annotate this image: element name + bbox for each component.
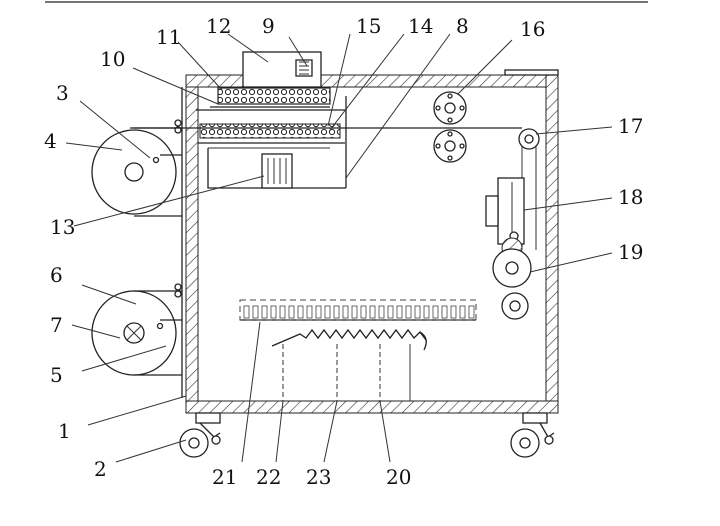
label-15: 15	[356, 14, 381, 38]
cutter-tooth	[396, 305, 403, 319]
hopper	[210, 51, 331, 108]
cutter-tooth	[468, 305, 475, 319]
press-rollers	[433, 91, 467, 163]
label-11: 11	[156, 25, 181, 49]
cutter-assembly	[239, 299, 477, 401]
press-chamber	[196, 96, 347, 189]
label-18: 18	[618, 185, 643, 209]
label-2: 2	[94, 457, 107, 481]
cutter-tooth	[351, 305, 358, 319]
label-4: 4	[44, 129, 57, 153]
cutter-tooth	[360, 305, 367, 319]
cutter-tooth	[405, 305, 412, 319]
cutter-tooth	[279, 305, 286, 319]
label-23: 23	[306, 465, 331, 489]
cutter-tooth	[369, 305, 376, 319]
label-10: 10	[100, 47, 125, 71]
cutter-tooth	[333, 305, 340, 319]
cutter-tooth	[378, 305, 385, 319]
cutter-tooth	[441, 305, 448, 319]
guide-roller	[518, 128, 540, 150]
cutter-tooth	[306, 305, 313, 319]
label-3: 3	[56, 81, 69, 105]
cutter-tooth	[261, 305, 268, 319]
label-19: 19	[618, 240, 643, 264]
cutter-tooth	[432, 305, 439, 319]
cutter-tooth	[342, 305, 349, 319]
label-14: 14	[408, 14, 433, 38]
label-20: 20	[386, 465, 411, 489]
label-12: 12	[206, 14, 231, 38]
cutter-tooth	[315, 305, 322, 319]
label-13: 13	[50, 215, 75, 239]
label-8: 8	[456, 14, 469, 38]
cutter-tooth	[450, 305, 457, 319]
casters	[179, 412, 555, 458]
label-5: 5	[50, 363, 63, 387]
cutter-tooth	[423, 305, 430, 319]
cutter-tooth	[414, 305, 421, 319]
label-22: 22	[256, 465, 281, 489]
cutter-tooth	[270, 305, 277, 319]
label-7: 7	[50, 313, 63, 337]
label-17: 17	[618, 114, 643, 138]
cutter-tooth	[324, 305, 331, 319]
drive-rollers	[492, 248, 532, 320]
label-9: 9	[262, 14, 275, 38]
rewind-roll	[91, 290, 182, 376]
label-6: 6	[50, 263, 63, 287]
cutter-tooth	[297, 305, 304, 319]
leader-lines	[65, 33, 613, 463]
tension-unit	[485, 177, 525, 259]
cutter-tooth	[288, 305, 295, 319]
unwind-roll	[91, 127, 182, 217]
cutter-tooth	[387, 305, 394, 319]
label-21: 21	[212, 465, 237, 489]
label-16: 16	[520, 17, 545, 41]
part-labels: 1 2 3 4 5 6 7 8 9 10 11 12 13 14 15 16 1…	[44, 14, 643, 489]
cutter-tooth	[243, 305, 250, 319]
cutter-tooth	[459, 305, 466, 319]
cutter-tooth	[252, 305, 259, 319]
wall-bolts	[174, 119, 182, 298]
label-1: 1	[58, 419, 71, 443]
